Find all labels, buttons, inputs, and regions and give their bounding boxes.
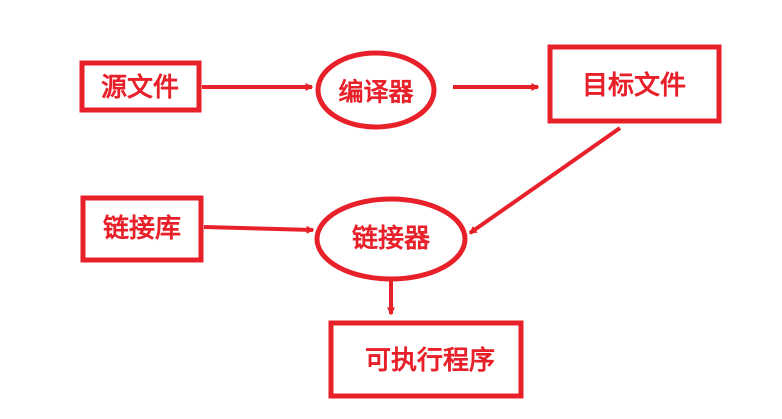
node-compiler-label: 编译器 <box>338 78 414 107</box>
node-source-file-label: 源文件 <box>101 72 179 103</box>
node-source-file: 源文件 <box>79 60 202 113</box>
node-library: 链接库 <box>80 195 204 263</box>
node-compiler-ellipse <box>315 50 437 130</box>
edge-library-to-linker <box>203 225 315 234</box>
node-linker-ellipse <box>314 196 468 282</box>
node-library-box <box>80 195 204 263</box>
edge-object-file-to-linker <box>468 126 622 235</box>
node-object-file-box <box>547 44 722 124</box>
node-object-file: 目标文件 <box>547 44 722 124</box>
node-linker-label: 链接器 <box>352 223 431 254</box>
node-source-file-box <box>79 60 202 113</box>
node-compiler: 编译器 <box>315 50 437 130</box>
node-executable-label: 可执行程序 <box>365 345 495 376</box>
node-linker: 链接器 <box>314 196 468 282</box>
node-object-file-label: 目标文件 <box>582 70 686 101</box>
node-executable-box <box>328 320 524 399</box>
node-library-label: 链接库 <box>103 213 181 244</box>
node-executable: 可执行程序 <box>328 320 524 399</box>
edges <box>202 83 622 316</box>
